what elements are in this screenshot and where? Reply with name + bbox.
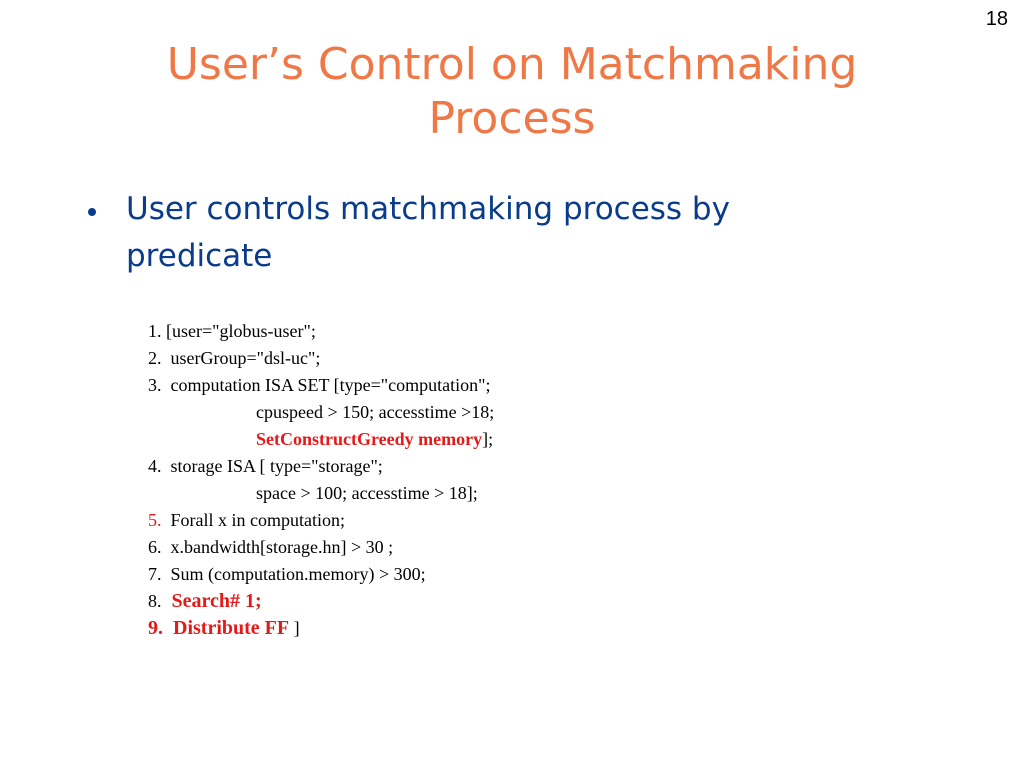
bullet-text-line-1: User controls matchmaking process by [126, 191, 730, 227]
code-line-3-setconstruct: SetConstructGreedy memory]; [148, 426, 848, 453]
code-line-8-number: 8. [148, 591, 162, 611]
slide-title: User’s Control on Matchmaking Process [0, 38, 1024, 146]
code-line-5: 5. Forall x in computation; [148, 507, 848, 534]
bullet-text-line-2: predicate [126, 238, 273, 274]
slide-number: 18 [985, 8, 1008, 30]
code-line-6: 6. x.bandwidth[storage.hn] > 30 ; [148, 537, 394, 557]
code-line-9: 9. Distribute FF ] [148, 615, 848, 642]
bullet-dot-icon [88, 208, 96, 216]
code-line-8: 8. Search# 1; [148, 588, 848, 615]
slide-title-line-1: User’s Control on Matchmaking [166, 39, 858, 90]
code-line-2: 2. userGroup="dsl-uc"; [148, 348, 321, 368]
setconstruct-highlight: SetConstructGreedy memory [256, 429, 483, 449]
predicate-code-block: 1. [user="globus-user"; 2. userGroup="ds… [148, 318, 848, 642]
distribute-highlight: 9. Distribute FF [148, 617, 290, 639]
code-line-5-number: 5. [148, 510, 162, 530]
bullet-item: User controls matchmaking process by pre… [88, 186, 908, 280]
code-line-4-cont: space > 100; accesstime > 18]; [256, 483, 478, 503]
search-highlight: Search# 1; [161, 590, 262, 612]
code-line-1: 1. [user="globus-user"; [148, 321, 316, 341]
code-line-3-cont: cpuspeed > 150; accesstime >18; [256, 402, 495, 422]
bullet-text: User controls matchmaking process by pre… [126, 186, 730, 280]
code-line-4: 4. storage ISA [ type="storage"; [148, 456, 383, 476]
code-line-3: 3. computation ISA SET [type="computatio… [148, 375, 491, 395]
code-line-7: 7. Sum (computation.memory) > 300; [148, 564, 426, 584]
slide-title-line-2: Process [428, 93, 596, 144]
code-line-5-text: Forall x in computation; [161, 510, 345, 530]
setconstruct-tail: ]; [482, 429, 494, 449]
code-line-9-tail: ] [289, 618, 300, 638]
